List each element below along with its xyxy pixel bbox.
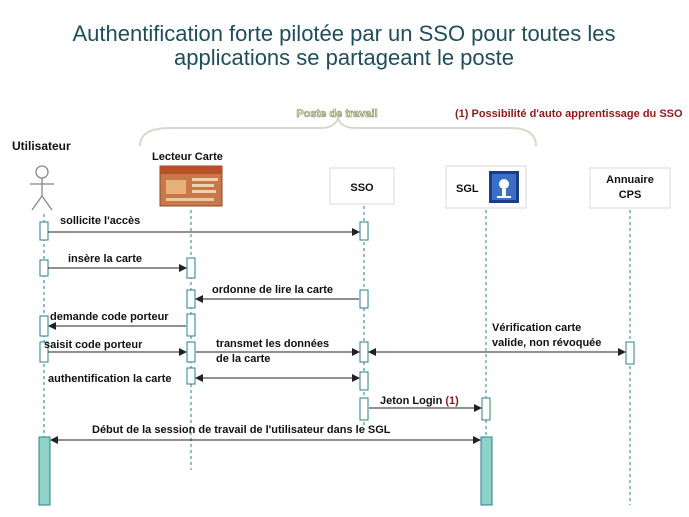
participant-sso-box — [329, 167, 395, 205]
message-label-3: ordonne de lire la carte — [212, 284, 333, 296]
message-label-7a: Vérification carte — [492, 322, 581, 334]
participant-annuaire-label-2: CPS — [619, 189, 642, 201]
workstation-label: Poste de travail — [296, 108, 377, 120]
sgl-logo-icon — [489, 171, 519, 203]
participant-annuaire-label-1: Annuaire — [606, 174, 654, 186]
participant-sgl-label: SGL — [456, 183, 479, 195]
message-label-8: authentification la carte — [48, 373, 171, 385]
message-label-9-text: Jeton Login — [380, 395, 443, 407]
user-actor-icon — [30, 165, 54, 211]
workstation-brace — [139, 114, 537, 147]
participant-lecteur-label: Lecteur Carte — [152, 151, 223, 163]
activation-boxes — [39, 221, 635, 421]
participant-utilisateur-label: Utilisateur — [12, 139, 71, 153]
message-label-1: sollicite l'accès — [60, 215, 140, 227]
diagram-title-line2: applications se partageant le poste — [174, 45, 514, 70]
message-label-5: saisit code porteur — [44, 339, 143, 351]
session-bar-sgl — [480, 436, 493, 506]
session-bar-utilisateur — [38, 436, 51, 506]
sso-learning-note: (1) Possibilité d'auto apprentissage du … — [455, 108, 683, 120]
message-label-9: Jeton Login (1) — [380, 395, 459, 407]
smart-card-icon — [159, 165, 223, 207]
message-label-4: demande code porteur — [50, 311, 169, 323]
message-label-7b: valide, non révoquée — [492, 337, 601, 349]
participant-sso-label: SSO — [350, 182, 374, 194]
message-label-9-ref: (1) — [445, 395, 459, 407]
message-label-2: insère la carte — [68, 253, 142, 265]
message-label-6a: transmet les données — [216, 338, 329, 350]
participant-annuaire-box — [589, 167, 671, 209]
diagram-title-line1: Authentification forte pilotée par un SS… — [73, 21, 616, 46]
message-label-10: Début de la session de travail de l'util… — [92, 424, 391, 436]
lifelines — [43, 206, 631, 505]
message-label-6b: de la carte — [216, 353, 270, 365]
